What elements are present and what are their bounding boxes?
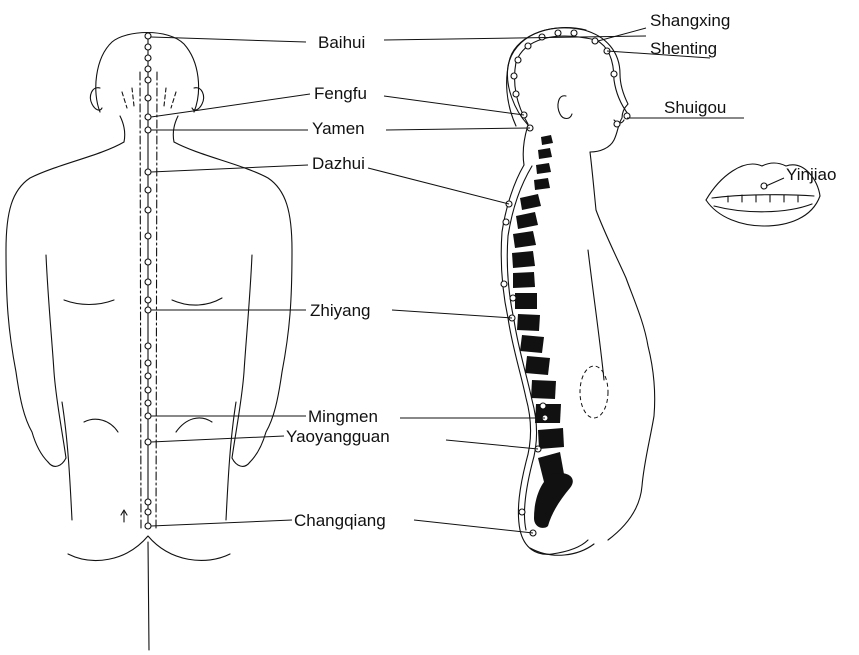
label-zhiyang: Zhiyang xyxy=(310,301,370,320)
label-yaoyangguan: Yaoyangguan xyxy=(286,427,390,446)
back-right-outline xyxy=(174,142,292,462)
acupoint-mingmen-back xyxy=(145,413,151,419)
side-view-figure xyxy=(501,28,655,556)
sacrum xyxy=(534,473,573,528)
label-yinjiao: Yinjiao xyxy=(786,165,836,184)
spine xyxy=(512,135,573,528)
label-shangxing: Shangxing xyxy=(650,11,730,30)
label-yamen: Yamen xyxy=(312,119,365,138)
label-baihui: Baihui xyxy=(318,33,365,52)
back-view-figure xyxy=(6,33,292,651)
acupoint-fengfu-back xyxy=(145,114,151,120)
lower-lip xyxy=(706,196,820,226)
labels: Baihui Fengfu Yamen Dazhui Zhiyang Mingm… xyxy=(286,11,836,530)
label-changqiang: Changqiang xyxy=(294,511,386,530)
acupoint-zhiyang-back xyxy=(145,307,151,313)
label-shenting: Shenting xyxy=(650,39,717,58)
label-shuigou: Shuigou xyxy=(664,98,726,117)
label-mingmen: Mingmen xyxy=(308,407,378,426)
acupoint-yaoyangguan-back xyxy=(145,439,151,445)
acupoint-shangxing xyxy=(592,38,598,44)
side-front-outline xyxy=(596,210,655,540)
acupoint-baihui-back xyxy=(145,33,151,39)
side-ear xyxy=(558,96,572,119)
acupoint-changqiang-back xyxy=(145,523,151,529)
back-buttocks xyxy=(68,536,230,560)
label-fengfu: Fengfu xyxy=(314,84,367,103)
label-dazhui: Dazhui xyxy=(312,154,365,173)
acupoint-dazhui-back xyxy=(145,169,151,175)
acupoint-yamen-back xyxy=(145,127,151,133)
